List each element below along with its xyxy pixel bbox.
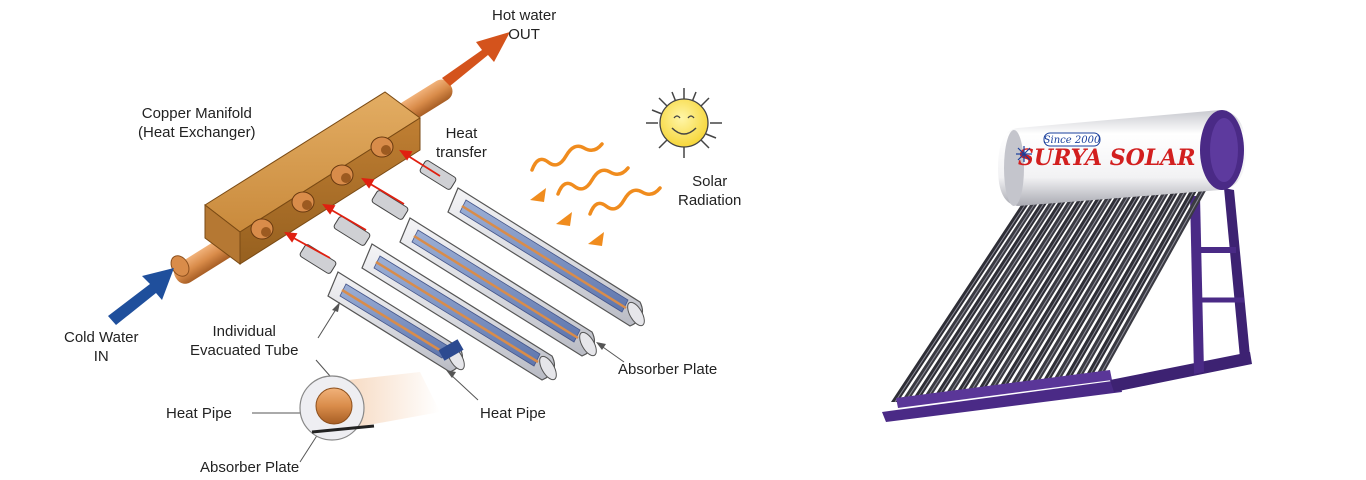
product-tube-highlight	[970, 189, 1098, 393]
product-tube-highlight	[926, 193, 1060, 398]
label-heat-pipe-inset: Heat Pipe	[166, 405, 232, 422]
product-tube-highlight	[980, 188, 1107, 391]
heat-transfer-arrows	[284, 149, 441, 259]
brand-logo-star	[1016, 146, 1032, 162]
solar-radiation-arrows	[530, 142, 662, 216]
label-absorber-plate-right: Absorber Plate	[618, 361, 718, 378]
product-tube-highlight	[905, 194, 1041, 401]
hot-water-out-arrow	[442, 32, 510, 86]
product-tube-highlight	[916, 193, 1051, 400]
product-tube-highlight	[1034, 184, 1154, 384]
solar-water-heater-product: SURYA SOLAR Since 2000	[882, 110, 1252, 422]
product-tube-highlight	[1088, 179, 1201, 377]
solar-radiation-arrowheads	[530, 188, 604, 246]
since-badge: Since 2000	[1044, 135, 1101, 146]
sun-icon	[646, 88, 722, 158]
product-tube-highlight	[894, 195, 1032, 403]
product-tube-highlight	[1056, 182, 1173, 381]
evacuated-tube-4	[447, 187, 645, 327]
tube-cross-section-inset	[299, 372, 440, 441]
evacuated-tube-1	[327, 271, 465, 373]
product-tube-highlight	[937, 192, 1070, 397]
label-heat-pipe-center: Heat Pipe	[480, 405, 546, 422]
product-tube-highlight	[1024, 184, 1145, 385]
evacuated-tube-2	[361, 243, 557, 381]
product-evacuated-tubes	[891, 178, 1213, 403]
product-tube-highlight	[991, 187, 1117, 390]
product-tube-highlight	[1013, 185, 1135, 387]
brand-name: SURYA SOLAR	[1018, 145, 1196, 171]
product-tube-highlight	[1099, 178, 1211, 375]
product-tube-highlight	[959, 190, 1088, 394]
label-absorber-plate-inset: Absorber Plate	[200, 459, 300, 476]
leader-arrowheads	[332, 302, 606, 378]
label-copper-manifold: Copper Manifold(Heat Exchanger)	[138, 105, 256, 141]
copper-manifold	[204, 91, 421, 265]
cold-water-in-arrow	[108, 268, 174, 325]
product-tube-highlight	[1002, 186, 1126, 388]
product-tube-highlight	[1045, 183, 1164, 382]
product-tube-highlight	[1078, 180, 1192, 378]
product-tube-highlight	[1067, 181, 1182, 380]
product-tube-highlight	[948, 191, 1079, 396]
evacuated-tube-3	[399, 217, 597, 357]
